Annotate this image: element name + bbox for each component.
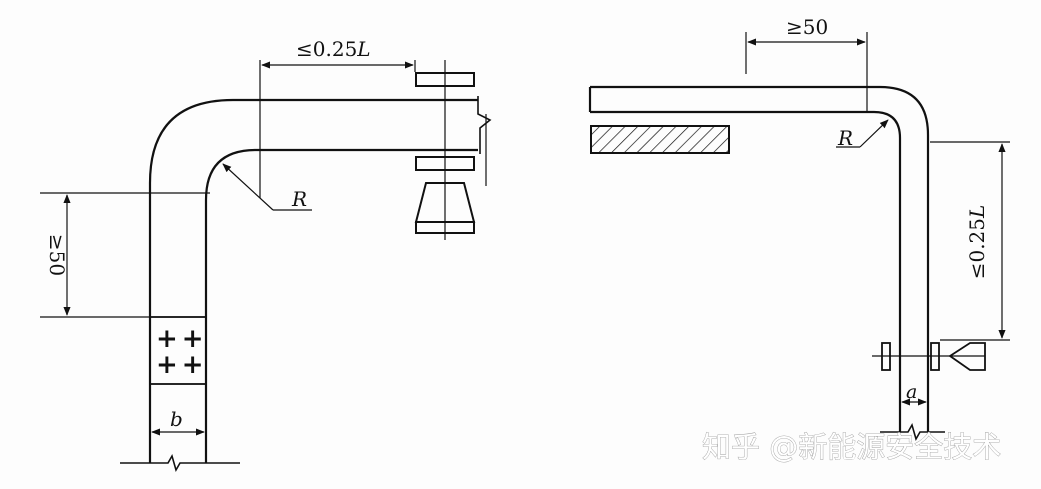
right-busbar-outer-edge [590, 85, 930, 432]
left-busbar-outer-edge [148, 98, 478, 463]
right-bottom-break-line [880, 422, 945, 442]
right-radius-leader [859, 119, 889, 148]
left-radius-label: R [291, 187, 307, 211]
left-bend-diagram [120, 60, 492, 473]
left-plus-row-2: ++ [156, 350, 208, 380]
right-busbar-inner-edge [590, 110, 902, 432]
left-bolt-area [149, 316, 207, 385]
right-die-block [948, 342, 986, 371]
left-plus-row-1: ++ [156, 324, 208, 354]
left-vertical-dimension-label: ≥50 [45, 234, 69, 276]
right-hatched-die [590, 125, 730, 154]
right-bend-diagram [588, 85, 986, 442]
left-busbar-inner-edge [204, 148, 478, 463]
watermark-text: 知乎 @新能源安全技术 [702, 430, 1001, 464]
left-radius-leader [222, 163, 274, 211]
right-vertical-dimension-label: ≤0.25L [965, 205, 989, 280]
right-width-label: a [906, 381, 917, 403]
left-width-label: b [170, 407, 183, 431]
right-radius-label: R [837, 126, 853, 150]
right-dimensions [745, 32, 1010, 406]
right-top-dimension-label: ≥50 [786, 15, 828, 39]
left-busbar-break-line [477, 96, 492, 154]
left-bottom-break-line [120, 453, 240, 473]
left-dimensions [40, 60, 416, 436]
left-top-dimension-label: ≤0.25L [296, 37, 371, 61]
